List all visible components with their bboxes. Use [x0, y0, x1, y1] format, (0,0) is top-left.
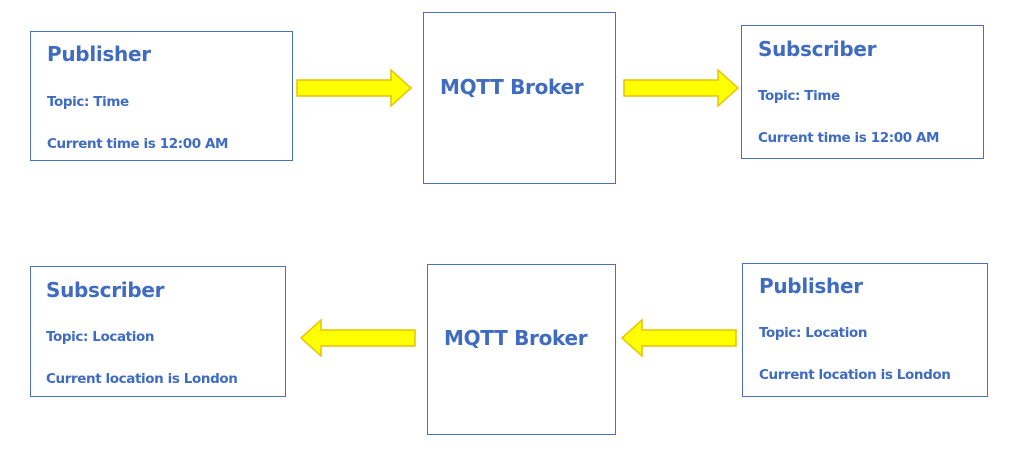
mqtt-broker-label: MQTT Broker	[444, 326, 588, 350]
subscriber-box-time	[741, 25, 984, 159]
left-arrow-icon	[299, 318, 416, 358]
publisher-box-time	[30, 31, 293, 161]
publisher-title: Publisher	[47, 42, 151, 66]
right-arrow-icon	[296, 68, 413, 108]
subscriber-box-location	[30, 266, 286, 397]
mqtt-broker-box-bottom	[427, 264, 616, 435]
publisher-message: Current time is 12:00 AM	[47, 136, 229, 152]
subscriber-topic: Topic: Time	[758, 88, 840, 104]
subscriber-message: Current time is 12:00 AM	[758, 130, 940, 146]
subscriber-title: Subscriber	[758, 37, 877, 61]
publisher-message: Current location is London	[759, 367, 951, 383]
publisher-topic: Topic: Time	[47, 94, 129, 110]
publisher-topic: Topic: Location	[759, 325, 868, 341]
subscriber-message: Current location is London	[46, 371, 238, 387]
subscriber-title: Subscriber	[46, 278, 165, 302]
subscriber-topic: Topic: Location	[46, 329, 155, 345]
right-arrow-icon	[623, 68, 740, 108]
left-arrow-icon	[620, 318, 737, 358]
mqtt-broker-box-top	[423, 12, 616, 184]
publisher-box-location	[742, 263, 988, 397]
publisher-title: Publisher	[759, 274, 863, 298]
mqtt-broker-label: MQTT Broker	[440, 75, 584, 99]
